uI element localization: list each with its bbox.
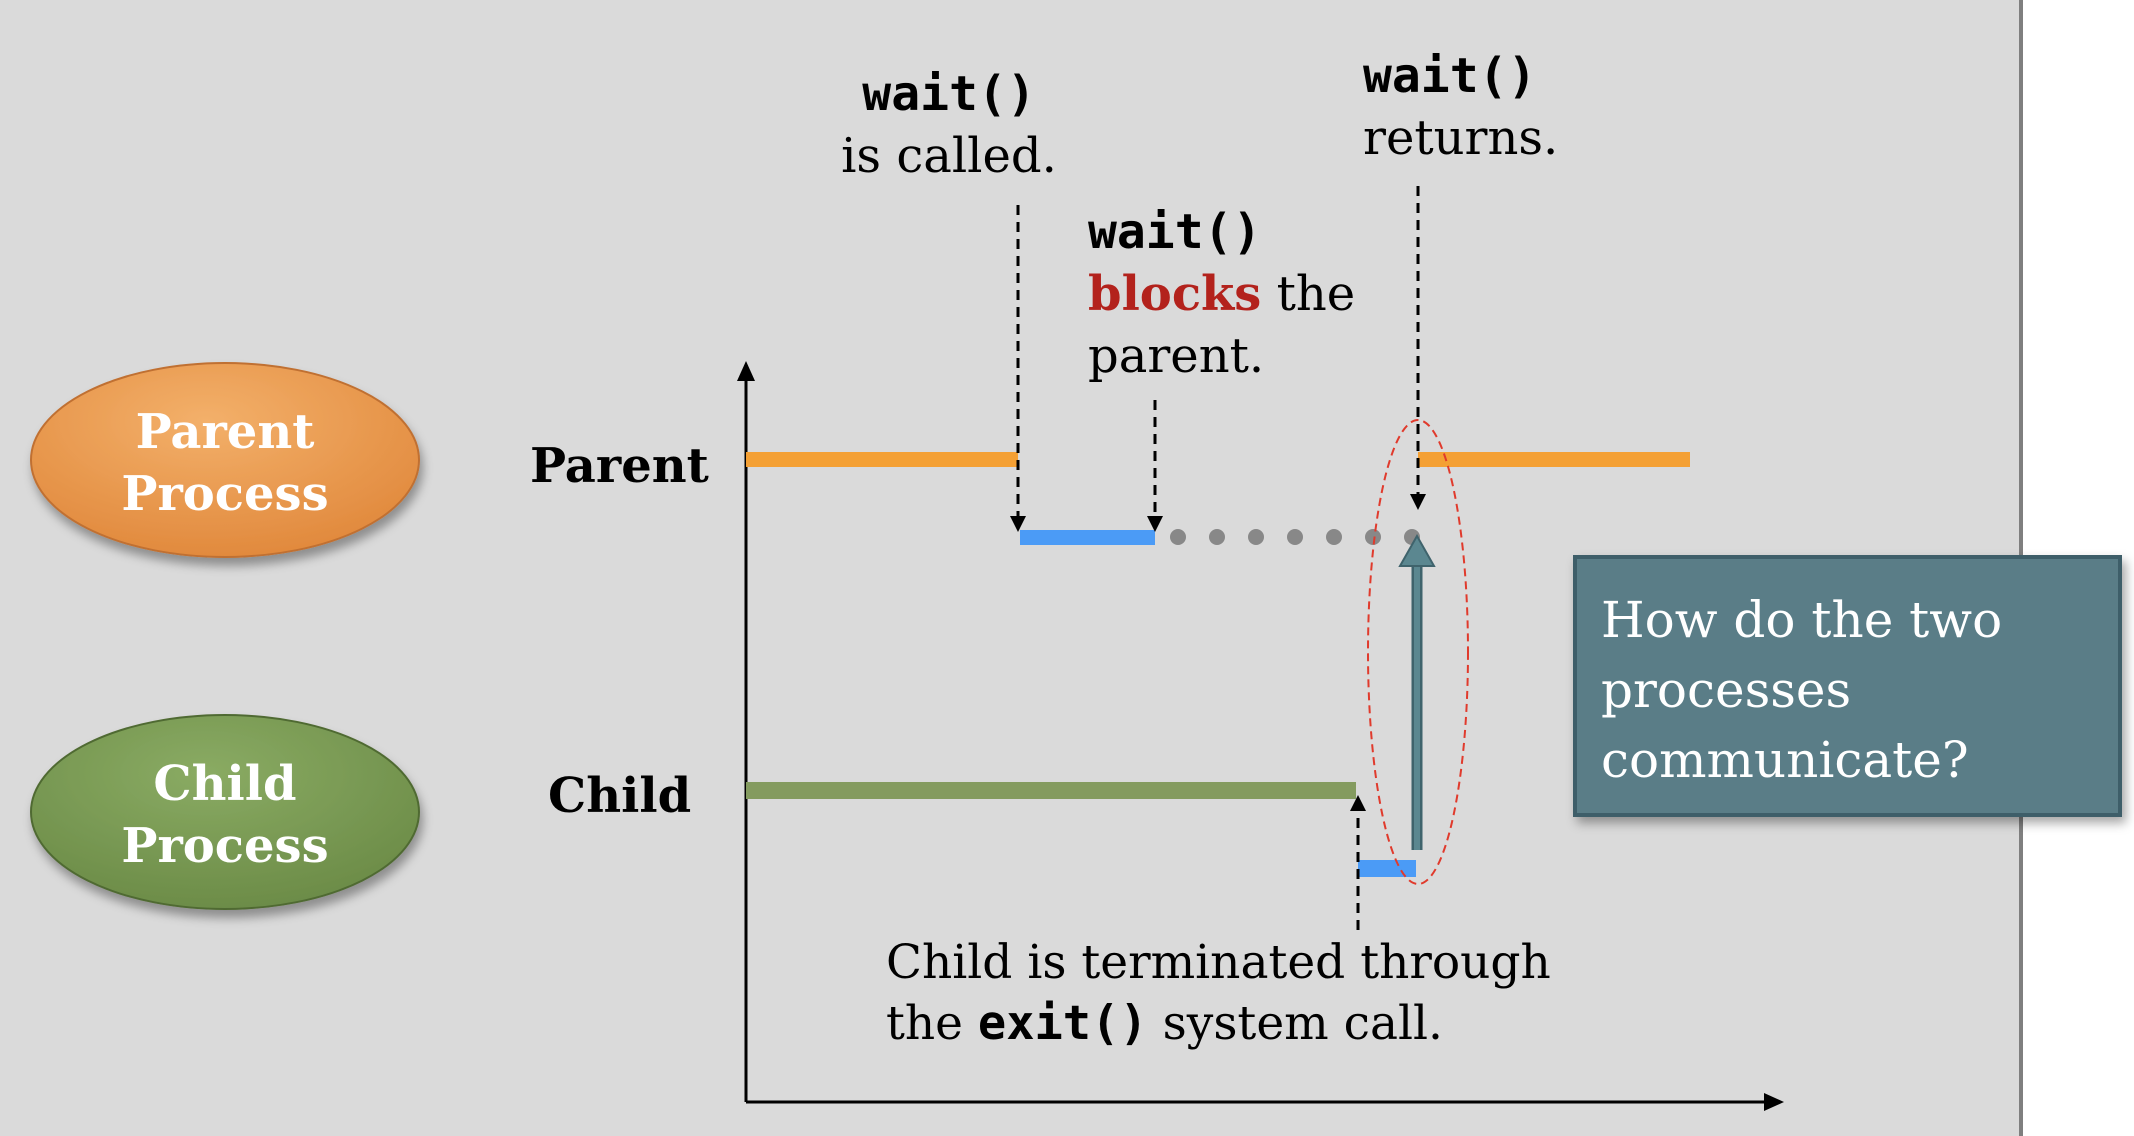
- pointer-arrowheads: [1010, 494, 1426, 811]
- signal-arrow: [1398, 533, 1436, 850]
- child-exit-line1: Child is terminated through: [886, 935, 1551, 990]
- wait-blocks-line2: blocks the: [1088, 266, 1355, 322]
- exit-pre: the: [886, 996, 978, 1051]
- blocks-rest: the: [1261, 266, 1355, 322]
- parent-process-oval: Parent Process: [30, 362, 420, 558]
- y-axis-arrowhead: [737, 361, 755, 381]
- blocks-emphasis: blocks: [1088, 266, 1261, 322]
- exit-post: system call.: [1148, 996, 1443, 1051]
- parent-waiting-dots: [1170, 529, 1420, 545]
- child-exit-bar: [1358, 860, 1416, 877]
- child-oval-line2: Process: [121, 818, 328, 874]
- wait-returns-code: wait(): [1363, 48, 1536, 104]
- wait-called-annotation: wait() is called.: [841, 66, 1057, 184]
- parent-oval-line1: Parent: [136, 404, 315, 460]
- parent-running-bar-1: [746, 452, 1018, 467]
- wait-blocks-annotation: wait() blocks the parent.: [1088, 204, 1355, 384]
- wait-blocks-line3: parent.: [1088, 328, 1264, 384]
- child-row-label: Child: [548, 768, 691, 824]
- parent-oval-line2: Process: [121, 466, 328, 522]
- time-axes: [737, 361, 1784, 1111]
- pointer-lines: [1016, 186, 1420, 930]
- child-exit-annotation: Child is terminated through the exit() s…: [886, 935, 1551, 1051]
- child-oval-line1: Child: [153, 756, 296, 812]
- wait-called-text: is called.: [841, 128, 1057, 184]
- child-process-oval: Child Process: [30, 714, 420, 910]
- x-axis-arrowhead: [1764, 1093, 1784, 1111]
- exit-code: exit(): [978, 996, 1148, 1051]
- highlight-ellipse: [1367, 419, 1469, 885]
- wait-called-code: wait(): [862, 66, 1035, 122]
- question-text: How do the two processes communicate?: [1601, 591, 2003, 789]
- question-callout: How do the two processes communicate?: [1573, 555, 2122, 817]
- wait-returns-text: returns.: [1363, 110, 1558, 166]
- parent-running-bar-2: [1418, 452, 1690, 467]
- child-exit-line2: the exit() system call.: [886, 996, 1443, 1051]
- child-running-bar: [746, 782, 1356, 799]
- parent-blocked-bar: [1020, 530, 1155, 545]
- wait-blocks-code: wait(): [1088, 204, 1261, 260]
- wait-returns-annotation: wait() returns.: [1363, 48, 1558, 166]
- parent-row-label: Parent: [530, 438, 709, 494]
